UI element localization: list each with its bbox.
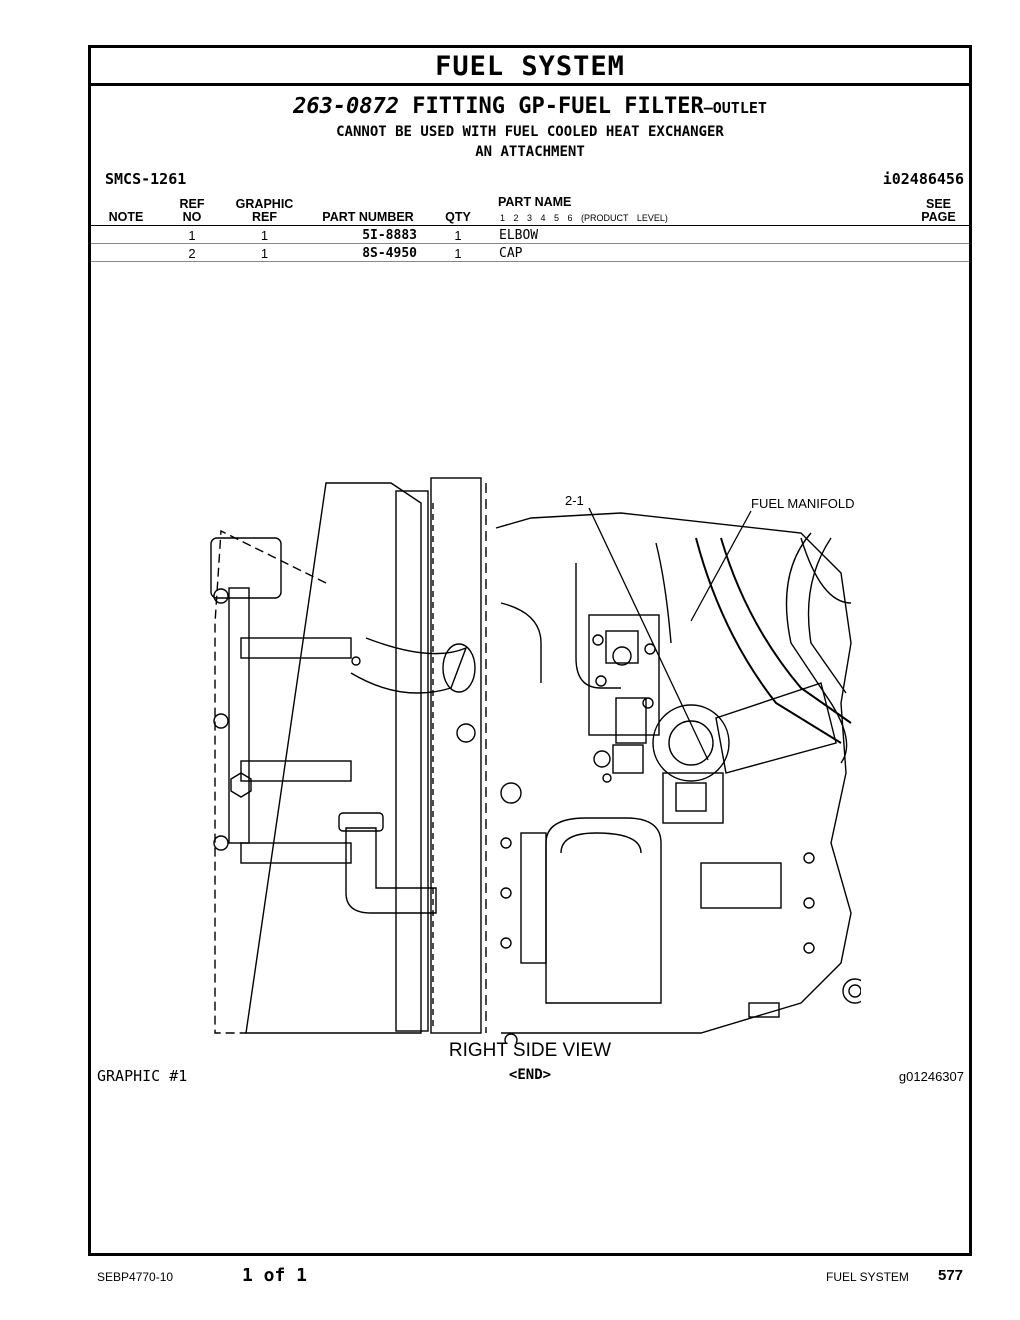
row-2-part-number: 8S-4950: [362, 246, 417, 261]
row-1-part-number: 5I-8883: [362, 228, 417, 243]
callout-leader-elbow: [588, 507, 709, 761]
header-part-number: PART NUMBER: [322, 210, 414, 224]
smcs-code: SMCS-1261: [105, 170, 187, 188]
table-row-rule: [91, 243, 969, 244]
group-name-suffix: –OUTLET: [703, 99, 767, 117]
header-graphic: GRAPHIC: [235, 197, 294, 211]
table-header-rule: [91, 225, 969, 226]
header-part-name: PART NAME: [498, 195, 572, 209]
header-see: SEE: [925, 197, 951, 211]
header-ref: REF: [179, 197, 205, 211]
row-1-ref-no: 1: [188, 228, 196, 243]
group-name: FITTING GP-FUEL FILTER: [412, 94, 704, 119]
footer-document-number: SEBP4770-10: [97, 1270, 174, 1284]
group-note-2: AN ATTACHMENT: [475, 144, 585, 160]
callout-2-1: 2-1: [565, 493, 584, 508]
graphic-id: g01246307: [898, 1069, 964, 1084]
table-row-rule: [91, 261, 969, 262]
header-note: NOTE: [108, 210, 144, 224]
callout-leader-manifold: [690, 510, 752, 622]
row-1-graphic-ref: 1: [260, 228, 269, 243]
view-label: RIGHT SIDE VIEW: [448, 1040, 612, 1061]
row-2-part-name: CAP: [499, 246, 523, 261]
row-1-qty: 1: [454, 228, 462, 243]
row-1-part-name: ELBOW: [499, 228, 539, 243]
section-title: FUEL SYSTEM: [91, 48, 969, 86]
group-number: 263-0872: [293, 94, 400, 119]
group-title: 263-0872 FITTING GP-FUEL FILTER–OUTLET: [91, 94, 969, 119]
footer-section: FUEL SYSTEM: [826, 1270, 909, 1284]
row-2-qty: 1: [454, 246, 462, 261]
group-note-1: CANNOT BE USED WITH FUEL COOLED HEAT EXC…: [336, 124, 724, 140]
row-2-ref-no: 2: [188, 246, 196, 261]
header-graphic-ref: REF: [252, 210, 277, 224]
footer-page-of: 1 of 1: [242, 1265, 308, 1286]
end-marker: <END>: [508, 1067, 552, 1083]
header-no: NO: [182, 210, 202, 224]
engine-right-side-drawing: 2-1 FUEL MANIFOLD: [210, 477, 861, 1043]
footer-page-number: 577: [938, 1267, 964, 1284]
callout-fuel-manifold: FUEL MANIFOLD: [751, 496, 855, 511]
illustration-id: i02486456: [882, 170, 964, 188]
graphic-number: GRAPHIC #1: [97, 1067, 188, 1085]
header-product-levels: 1 2 3 4 5 6 (PRODUCT LEVEL): [500, 213, 668, 223]
header-page: PAGE: [921, 210, 956, 224]
parts-page-frame: FUEL SYSTEM 263-0872 FITTING GP-FUEL FIL…: [88, 45, 972, 1256]
header-qty: QTY: [445, 210, 471, 224]
row-2-graphic-ref: 1: [260, 246, 269, 261]
